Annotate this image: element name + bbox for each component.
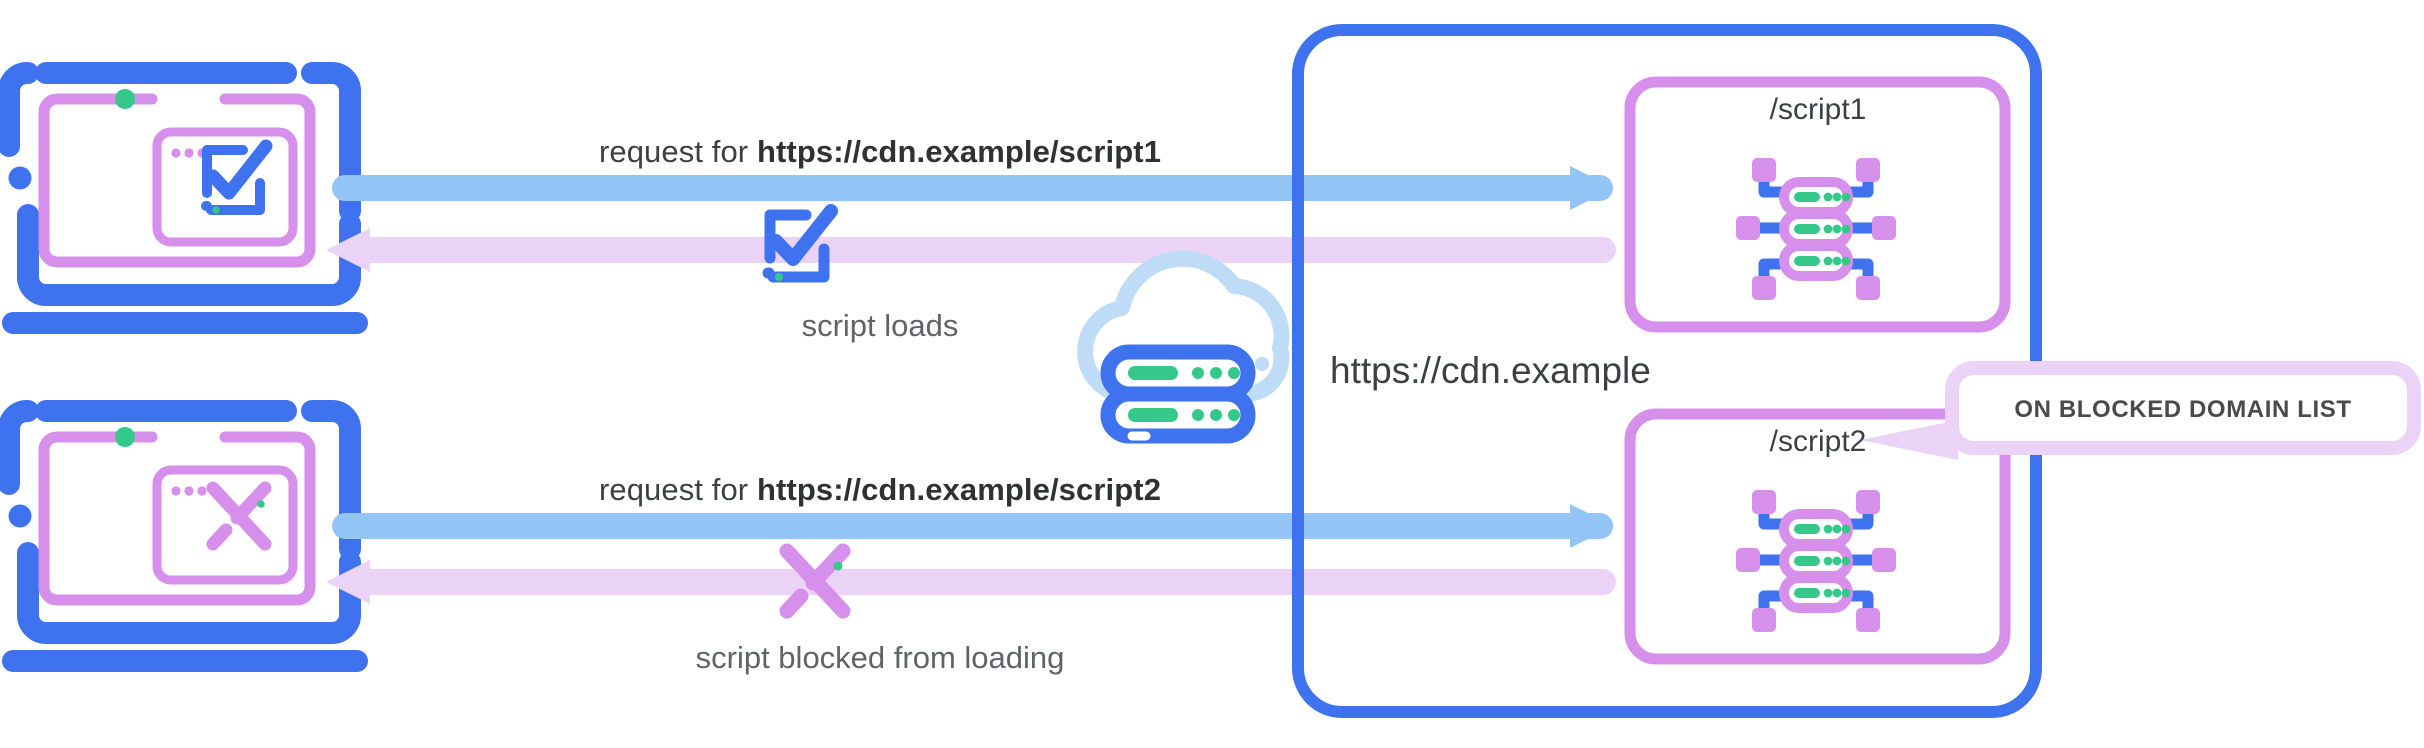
script2-label: /script2 (1769, 425, 1867, 458)
arrow-request-script1 (332, 166, 1614, 210)
request-url-2: https://cdn.example/script2 (756, 472, 1162, 507)
callout-text: ON BLOCKED DOMAIN LIST (2014, 396, 2352, 423)
check-square-icon (762, 204, 838, 283)
cloud-server-icon (1077, 250, 1290, 444)
arrow-response-script1 (326, 228, 1616, 272)
arrow-response-script2 (326, 560, 1616, 604)
request-label-script2: request for https://cdn.example/script2 (599, 472, 1161, 508)
status-label-script1: script loads (801, 308, 959, 343)
request-prefix-1: request for (598, 134, 757, 169)
status-label-script2: script blocked from loading (695, 640, 1065, 675)
request-prefix-2: request for (598, 472, 757, 507)
request-url-1: https://cdn.example/script1 (756, 134, 1162, 169)
cdn-domain-label: https://cdn.example (1330, 350, 1651, 391)
request-label-script1: request for https://cdn.example/script1 (599, 134, 1161, 170)
script2-box (1624, 408, 2011, 665)
blocked-domain-callout[interactable] (1860, 361, 2421, 460)
script1-label: /script1 (1769, 93, 1867, 126)
arrow-request-script2 (332, 504, 1614, 548)
laptop-check-icon (0, 62, 368, 334)
laptop-cross-icon (0, 400, 368, 672)
cross-icon (779, 543, 851, 619)
script1-box (1624, 76, 2011, 333)
